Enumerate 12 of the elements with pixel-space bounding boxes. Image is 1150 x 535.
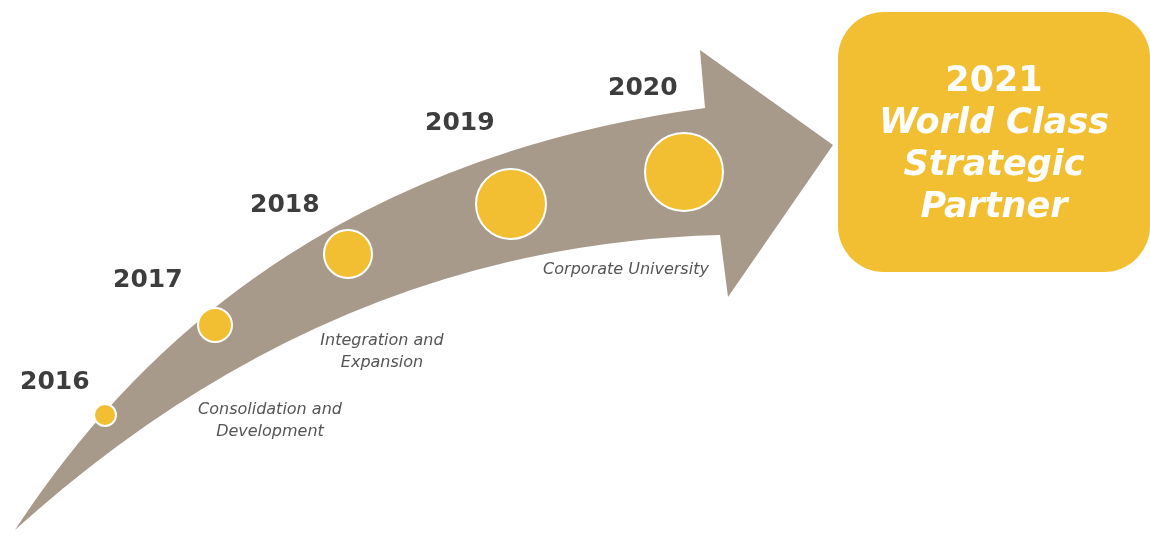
phase-label: Consolidation and Development (197, 398, 343, 442)
phase-label: Corporate University (542, 258, 710, 280)
year-label: 2021 (945, 58, 1043, 100)
year-label: 2016 (20, 366, 90, 395)
year-label: 2019 (425, 107, 495, 136)
year-label: 2020 (608, 72, 678, 101)
phase-label: Integration and Expansion (319, 329, 445, 373)
goal-box (838, 12, 1150, 272)
year-label: 2018 (250, 189, 320, 218)
goal-title: World Class Strategic Partner (877, 100, 1111, 226)
year-label: 2017 (113, 264, 183, 293)
milestone-circle (93, 403, 117, 427)
